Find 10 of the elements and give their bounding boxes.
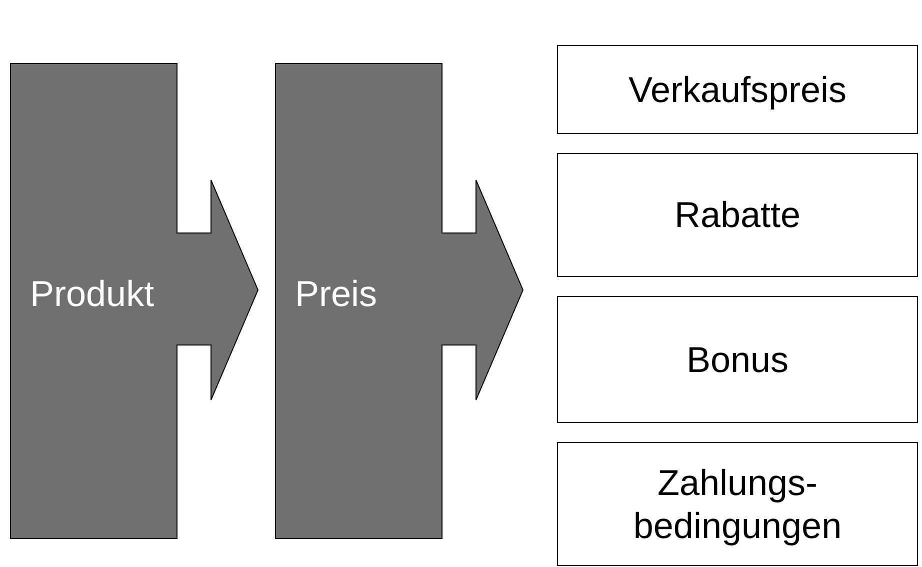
item-label: Rabatte [674,193,801,237]
item-box [557,153,918,277]
item-box [557,296,918,423]
item-label: Bonus [686,338,789,382]
stage-label: Produkt [30,273,154,315]
item-label: Verkaufspreis [628,68,847,112]
stage-label: Preis [295,273,378,315]
item-box [557,442,918,566]
item-box [557,45,918,134]
item-label: Zahlungs- bedingungen [632,460,843,548]
